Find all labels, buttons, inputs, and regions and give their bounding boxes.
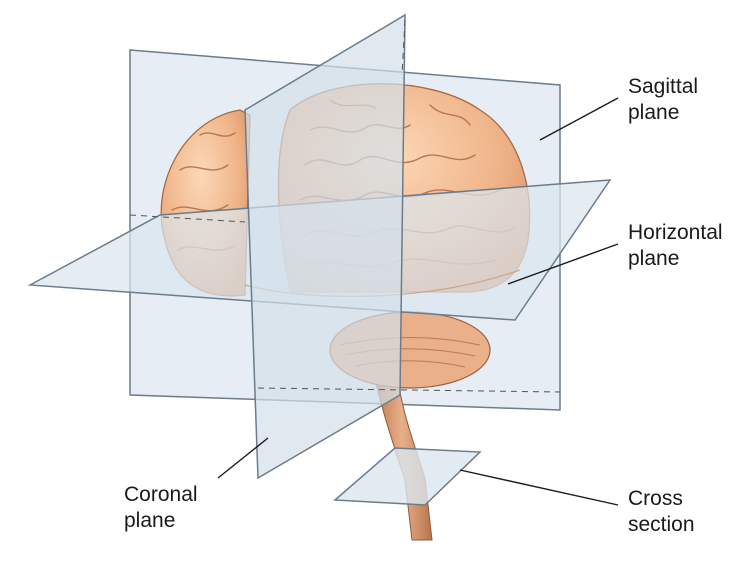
- sagittal-plane-label: Sagittal plane: [628, 74, 698, 126]
- cross-label-line1: Cross: [628, 487, 683, 510]
- cross-label-line2: section: [628, 513, 695, 536]
- sagittal-leader: [539, 97, 619, 141]
- sagittal-label-line1: Sagittal: [628, 75, 699, 98]
- coronal-plane: [244, 13, 406, 480]
- sagittal-label-line2: plane: [628, 101, 680, 124]
- cross-section-label: Cross section: [628, 486, 695, 538]
- coronal-label-line1: Coronal: [124, 483, 198, 506]
- horizontal-leader: [507, 243, 619, 285]
- coronal-plane-label: Coronal plane: [124, 482, 198, 534]
- leader-lines: [217, 97, 619, 506]
- horizontal-label-line2: plane: [628, 247, 680, 270]
- coronal-leader: [217, 437, 269, 479]
- cross-leader: [459, 469, 619, 506]
- intersection-lines: [129, 19, 561, 393]
- horizontal-label-line1: Horizontal: [628, 221, 723, 244]
- horizontal-plane-label: Horizontal plane: [628, 220, 723, 272]
- coronal-label-line2: plane: [124, 509, 176, 532]
- cross-section-plane: [333, 447, 482, 506]
